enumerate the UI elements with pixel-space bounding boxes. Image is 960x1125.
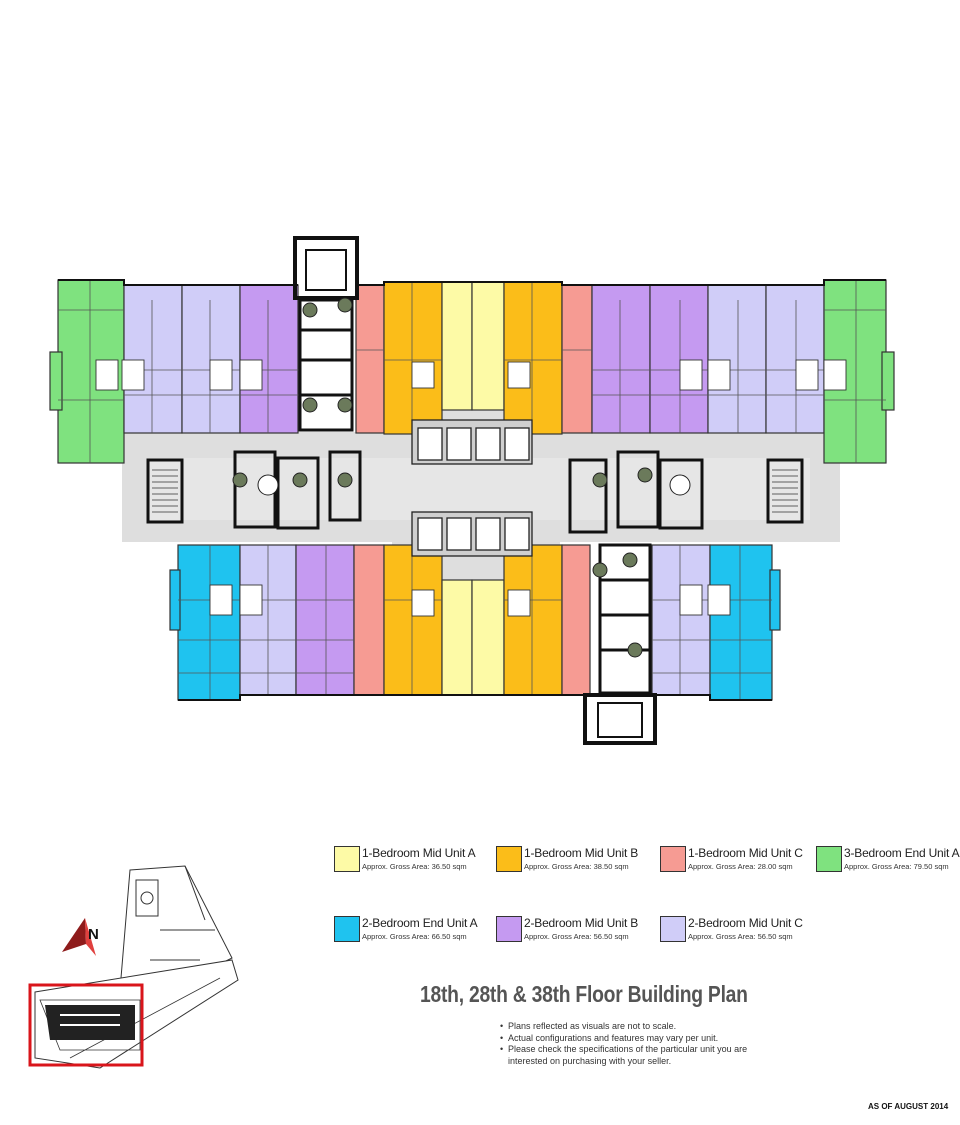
service-cores [146, 236, 804, 745]
legend-label: 2-Bedroom End Unit A [362, 916, 478, 930]
exterior-walls [58, 279, 886, 701]
bathroom-fixtures [95, 359, 847, 617]
stair-treads [152, 469, 798, 513]
legend-swatch [660, 916, 686, 942]
unit-2bed-b-top-left [239, 284, 299, 434]
unit-1bed-a-top-2 [471, 281, 505, 411]
note-item: Actual configurations and features may v… [500, 1033, 768, 1045]
note-item: Plans reflected as visuals are not to sc… [500, 1021, 768, 1033]
legend-label: 2-Bedroom Mid Unit C [688, 916, 803, 930]
legend-swatch [660, 846, 686, 872]
unit-1bed-a-bottom-2 [471, 579, 505, 696]
north-label: N [88, 926, 99, 943]
unit-1bed-b-top-left [383, 281, 443, 435]
legend-area: Approx. Gross Area: 56.50 sqm [524, 932, 629, 941]
unit-2bed-b-top-right-2 [649, 284, 709, 434]
unit-2bed-end-a-bottom-right [709, 544, 773, 701]
unit-2bed-c-top-left-1 [123, 284, 183, 434]
unit-1bed-a-bottom-1 [441, 579, 473, 696]
elevator-banks [411, 419, 533, 557]
legend-swatch [334, 916, 360, 942]
legend-area: Approx. Gross Area: 56.50 sqm [688, 932, 793, 941]
unit-1bed-c-top-right [561, 284, 593, 434]
note-item: Please check the specifications of the p… [500, 1044, 768, 1067]
compass-arrow-icon [62, 918, 96, 956]
unit-1bed-c-top-left [355, 284, 385, 434]
unit-2bed-b-top-right-1 [591, 284, 651, 434]
unit-2bed-c-top-right-1 [707, 284, 767, 434]
site-key-map [34, 865, 239, 1069]
legend-swatch [334, 846, 360, 872]
legend-area: Approx. Gross Area: 66.50 sqm [362, 932, 467, 941]
legend-label: 1-Bedroom Mid Unit B [524, 846, 639, 860]
plan-notes: Plans reflected as visuals are not to sc… [500, 1021, 768, 1067]
unit-1bed-a-top-1 [441, 281, 473, 411]
top-units [49, 279, 895, 464]
unit-2bed-c-top-left-2 [181, 284, 241, 434]
unit-1bed-b-bottom-left [383, 544, 443, 696]
legend-swatch [816, 846, 842, 872]
legend-area: Approx. Gross Area: 79.50 sqm [844, 862, 949, 871]
legend-label: 1-Bedroom Mid Unit A [362, 846, 476, 860]
unit-2bed-c-bottom-right [651, 544, 711, 696]
legend-label: 3-Bedroom End Unit A [844, 846, 960, 860]
legend-area: Approx. Gross Area: 28.00 sqm [688, 862, 793, 871]
legend-area: Approx. Gross Area: 36.50 sqm [362, 862, 467, 871]
unit-1bed-b-bottom-right [503, 544, 563, 696]
site-highlight-frame [28, 983, 144, 1067]
unit-2bed-b-bottom-left [295, 544, 355, 696]
legend-label: 1-Bedroom Mid Unit C [688, 846, 803, 860]
unit-2bed-c-top-right-2 [765, 284, 825, 434]
legend-area: Approx. Gross Area: 38.50 sqm [524, 862, 629, 871]
unit-1bed-c-bottom-right [561, 544, 591, 696]
plan-title: 18th, 28th & 38th Floor Building Plan [420, 981, 748, 1007]
legend-swatch [496, 916, 522, 942]
unit-2bed-end-a-bottom-left [177, 544, 241, 701]
legend-label: 2-Bedroom Mid Unit B [524, 916, 639, 930]
unit-1bed-b-top-right [503, 281, 563, 435]
as-of-date: AS OF AUGUST 2014 [868, 1102, 949, 1111]
unit-1bed-c-bottom-left [353, 544, 385, 696]
legend-swatch [496, 846, 522, 872]
utility-fixtures [232, 297, 691, 658]
